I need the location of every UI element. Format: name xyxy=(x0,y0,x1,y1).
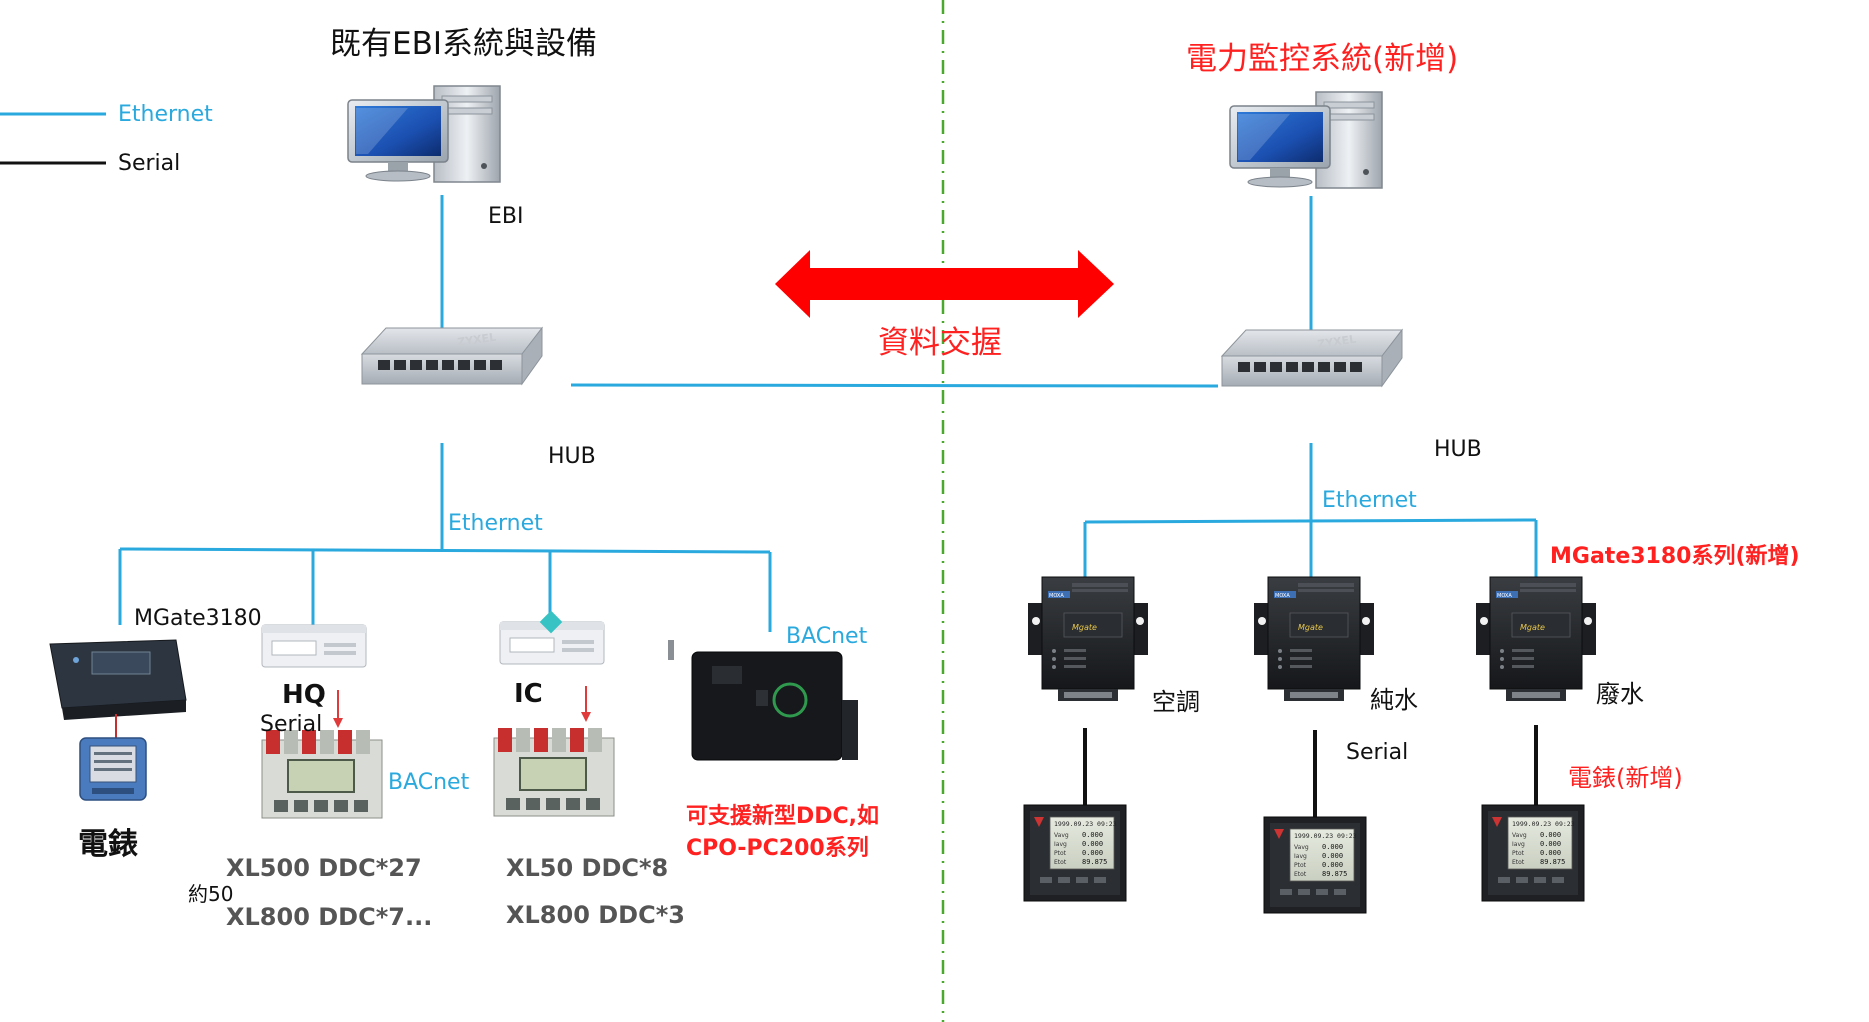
meter-lcd-header: 1999.09.23 09:23 xyxy=(1294,832,1357,840)
xl500-label: XL500 DDC*27 xyxy=(226,854,422,882)
meter-lcd-row-label: Iavg xyxy=(1294,853,1307,860)
xl50-label: XL50 DDC*8 xyxy=(506,854,669,882)
meter-lcd-row-value: 89.875 xyxy=(1322,870,1347,878)
data-exchange-label: 資料交握 xyxy=(878,325,1002,361)
gateway-pure-water xyxy=(1253,576,1375,702)
meter-lcd-row-value: 0.000 xyxy=(1540,831,1561,839)
left-power-meter xyxy=(79,737,147,801)
hq-label: HQ xyxy=(282,680,326,710)
meter-lcd-row-value: 0.000 xyxy=(1540,840,1561,848)
meter-lcd-row-value: 89.875 xyxy=(1082,858,1107,866)
left-mgate-device xyxy=(49,639,187,720)
meter-lcd-row-label: Iavg xyxy=(1512,841,1525,848)
left-meter-label: 電錶 xyxy=(78,827,138,862)
bacnet-label: BACnet xyxy=(786,624,868,649)
ic-ddc-controller xyxy=(493,727,615,817)
ddc-note-line1: 可支援新型DDC,如 xyxy=(686,804,880,829)
meter-lcd-header: 1999.09.23 09:23 xyxy=(1512,820,1575,828)
right-ethernet-label: Ethernet xyxy=(1322,488,1417,513)
meter-lcd-row-label: Etot xyxy=(1054,859,1067,866)
meter-lcd-row-label: Etot xyxy=(1512,859,1525,866)
hq-module xyxy=(261,624,367,668)
meter-lcd-row-value: 0.000 xyxy=(1082,831,1103,839)
ic-label: IC xyxy=(514,679,543,709)
power-monitor-server-computer xyxy=(1229,91,1383,189)
right-title: 電力監控系統(新增) xyxy=(1186,41,1459,77)
gateway-brand-text: MOXA xyxy=(1049,593,1064,599)
meter-lcd-header: 1999.09.23 09:23 xyxy=(1054,820,1117,828)
gateway-pure-water-label: 純水 xyxy=(1370,686,1418,714)
meter-lcd-row-label: Vavg xyxy=(1294,844,1309,851)
right-serial-links xyxy=(1083,725,1538,820)
meter-lcd-row-value: 0.000 xyxy=(1322,852,1343,860)
xl800a-label: XL800 DDC*7... xyxy=(226,903,433,931)
ic-arrow-head xyxy=(581,712,591,722)
right-mgate-label: MGate3180系列(新增) xyxy=(1550,544,1800,569)
ddc-note-line2: CPO-PC200系列 xyxy=(686,836,869,861)
left-ethernet-label: Ethernet xyxy=(448,511,543,536)
meter-lcd-row-value: 0.000 xyxy=(1322,861,1343,869)
hq-bacnet-label: BACnet xyxy=(388,770,470,795)
ic-port-indicator xyxy=(539,610,563,634)
gateway-hvac-label: 空調 xyxy=(1152,688,1200,716)
meter-lcd-row-value: 0.000 xyxy=(1540,849,1561,857)
left-title: 既有EBI系統與設備 xyxy=(330,26,597,62)
meter-lcd-row-value: 89.875 xyxy=(1540,858,1565,866)
approx-label: 約50 xyxy=(188,882,234,906)
meter-lcd-row-label: Etot xyxy=(1294,871,1307,878)
right-hub-label: HUB xyxy=(1434,437,1482,462)
new-ddc-controller xyxy=(668,640,858,761)
meter-lcd-row-label: Ptot xyxy=(1054,850,1067,857)
right-hub-switch xyxy=(1221,329,1403,387)
hq-arrow-head xyxy=(333,718,343,728)
gateway-waste-water xyxy=(1475,576,1597,702)
left-ethernet-links xyxy=(118,195,1219,632)
gateway-hvac xyxy=(1027,576,1149,702)
meter-lcd-row-value: 0.000 xyxy=(1082,849,1103,857)
data-exchange-arrow xyxy=(775,250,1114,318)
xl800b-label: XL800 DDC*3 xyxy=(506,901,685,929)
gateway-waste-water-label: 廢水 xyxy=(1596,680,1644,708)
meter-lcd-row-label: Iavg xyxy=(1054,841,1067,848)
meter-lcd-row-value: 0.000 xyxy=(1082,840,1103,848)
gateway-brand-text: MOXA xyxy=(1275,593,1290,599)
ebi-server-computer xyxy=(347,85,501,183)
meter-lcd-row-label: Ptot xyxy=(1294,862,1307,869)
right-serial-label: Serial xyxy=(1346,740,1409,765)
right-ethernet-links xyxy=(1083,196,1538,577)
gateway-brand-text: MOXA xyxy=(1497,593,1512,599)
gateway-model-text: Mgate xyxy=(1072,623,1097,632)
meter-lcd-row-label: Vavg xyxy=(1512,832,1527,839)
meter-lcd-row-label: Vavg xyxy=(1054,832,1069,839)
ebi-server-label: EBI xyxy=(488,204,524,229)
left-mgate-label: MGate3180 xyxy=(134,606,262,631)
legend-serial-label: Serial xyxy=(118,151,181,176)
gateway-model-text: Mgate xyxy=(1520,623,1545,632)
hq-serial-label: Serial xyxy=(260,712,323,737)
left-hub-switch xyxy=(361,327,543,385)
hq-ddc-controller xyxy=(261,729,383,819)
left-hub-label: HUB xyxy=(548,444,596,469)
legend-ethernet-label: Ethernet xyxy=(118,102,213,127)
gateway-model-text: Mgate xyxy=(1298,623,1323,632)
meter-lcd-row-label: Ptot xyxy=(1512,850,1525,857)
right-meter-label: 電錶(新增) xyxy=(1568,764,1683,792)
meter-lcd-row-value: 0.000 xyxy=(1322,843,1343,851)
